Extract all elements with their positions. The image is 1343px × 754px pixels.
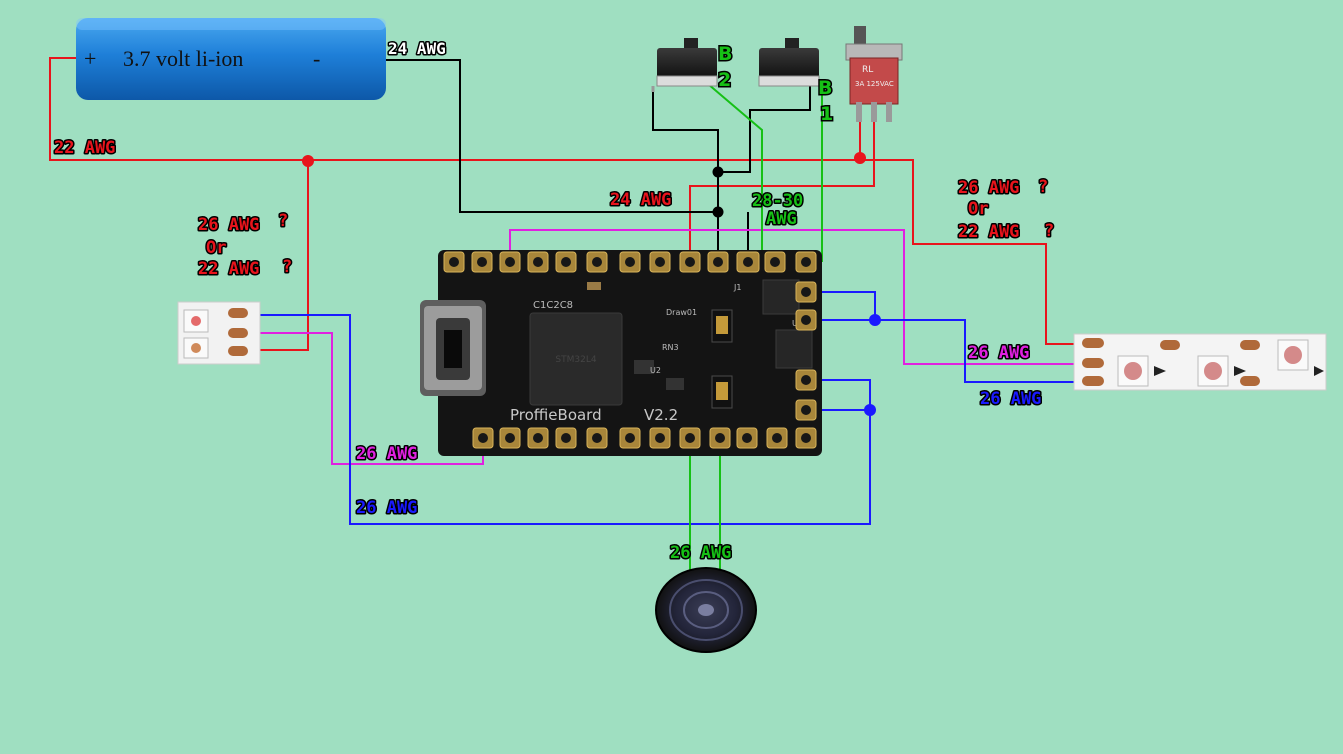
right-strip-q-2: ? bbox=[1044, 221, 1054, 241]
main-power-awg: 22 AWG bbox=[54, 138, 115, 158]
power-junction-left bbox=[302, 155, 314, 167]
board-chip-text: C1C2C8 bbox=[533, 300, 573, 311]
button-b2 bbox=[651, 38, 718, 92]
speaker-awg: 26 AWG bbox=[670, 543, 731, 563]
battery-minus-label: - bbox=[313, 46, 320, 71]
button-awg-2: AWG bbox=[766, 209, 797, 229]
switch-marking: 3A 125VAC bbox=[855, 80, 894, 88]
board-name: ProffieBoard bbox=[510, 406, 602, 424]
right-ground-awg: 26 AWG bbox=[980, 389, 1041, 409]
right-data-awg: 26 AWG bbox=[968, 343, 1029, 363]
power-junction-switch bbox=[854, 152, 866, 164]
board-top-pads bbox=[443, 251, 817, 273]
button-awg-1: 28-30 bbox=[752, 191, 803, 211]
switch-awg: 24 AWG bbox=[610, 190, 671, 210]
left-strip-or: Or bbox=[206, 238, 226, 258]
right-strip-awg-2: 22 AWG bbox=[958, 222, 1019, 242]
left-ground-awg: 26 AWG bbox=[356, 498, 417, 518]
negative-junction-upper bbox=[869, 314, 881, 326]
board-version: V2.2 bbox=[644, 406, 678, 424]
board-j1-label: J1 bbox=[733, 283, 741, 292]
negative-wires bbox=[246, 291, 1082, 525]
board-u2-label: U2 bbox=[650, 366, 661, 375]
board-sub-text: Draw01 bbox=[666, 308, 697, 317]
battery-label: 3.7 volt li-ion bbox=[123, 46, 243, 71]
board-rn-label: RN3 bbox=[662, 343, 679, 352]
switch-id: RL bbox=[862, 65, 873, 75]
ground-wires bbox=[384, 59, 811, 262]
battery: + 3.7 volt li-ion - bbox=[76, 18, 386, 100]
ground-junction-bottom bbox=[712, 206, 724, 218]
slide-switch: RL 3A 125VAC bbox=[845, 26, 903, 122]
left-led-strip bbox=[177, 301, 261, 365]
board-side-pads bbox=[795, 281, 817, 421]
svg-text:STM32L4: STM32L4 bbox=[555, 355, 596, 365]
button-b1 bbox=[758, 38, 820, 87]
left-strip-awg-2: 22 AWG bbox=[198, 259, 259, 279]
left-data-awg: 26 AWG bbox=[356, 444, 417, 464]
right-strip-awg-1: 26 AWG bbox=[958, 178, 1019, 198]
right-strip-or: Or bbox=[968, 199, 988, 219]
proffieboard: STM32L4 C1C2C8 Draw01 RN3 J1 U2 U1 Proff… bbox=[420, 250, 822, 456]
left-strip-awg-1: 26 AWG bbox=[198, 215, 259, 235]
left-strip-q-2: ? bbox=[282, 257, 292, 277]
ground-junction-top bbox=[712, 166, 724, 178]
battery-negative-awg: 24 AWG bbox=[388, 39, 446, 58]
right-led-strip bbox=[1073, 333, 1327, 391]
speaker bbox=[655, 567, 757, 653]
right-strip-q-1: ? bbox=[1038, 177, 1048, 197]
battery-plus-label: + bbox=[84, 46, 96, 71]
negative-junction-lower bbox=[864, 404, 876, 416]
board-bottom-pads bbox=[472, 427, 817, 449]
left-strip-q-1: ? bbox=[278, 211, 288, 231]
